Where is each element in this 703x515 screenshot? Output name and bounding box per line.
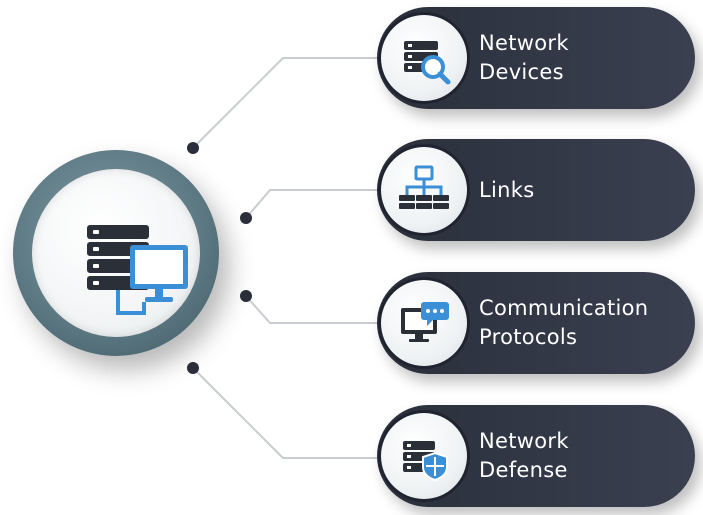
server-shield-icon <box>403 441 448 482</box>
item-links: Links <box>377 139 695 241</box>
connector-dot-communication-protocols <box>240 290 252 302</box>
item-label-line1: Communication <box>479 296 649 320</box>
server-search-icon <box>404 41 451 85</box>
connector-dot-network-devices <box>187 142 199 154</box>
connector-line-network-devices <box>192 57 377 149</box>
item-label-line2: Devices <box>479 60 564 84</box>
icon-badge <box>381 280 467 366</box>
item-network-devices: Network Devices <box>377 7 695 109</box>
monitor-chat-icon <box>401 302 449 342</box>
item-label: Network Defense <box>479 405 569 507</box>
icon-badge <box>381 15 467 101</box>
item-label: Communication Protocols <box>479 272 648 374</box>
icon-badge <box>381 413 467 499</box>
server-monitor-icon <box>87 225 188 315</box>
item-label-line1: Network <box>479 429 569 453</box>
connector-line-links <box>245 189 377 219</box>
item-network-defense: Network Defense <box>377 405 695 507</box>
item-label-line2: Protocols <box>479 325 578 349</box>
item-label-line2: Defense <box>479 458 568 482</box>
network-hierarchy-icon <box>399 165 449 209</box>
item-communication-protocols: Communication Protocols <box>377 272 695 374</box>
central-hub <box>13 150 219 356</box>
connector-line-communication-protocols <box>245 295 377 324</box>
item-label-line1: Network <box>479 31 569 55</box>
connector-line-network-defense <box>192 367 377 459</box>
connector-dot-network-defense <box>187 362 199 374</box>
central-hub-inner <box>32 169 200 337</box>
item-label: Network Devices <box>479 7 569 109</box>
item-label: Links <box>479 139 534 241</box>
icon-badge <box>381 147 467 233</box>
connector-dot-links <box>240 212 252 224</box>
item-label-line1: Links <box>479 177 535 202</box>
